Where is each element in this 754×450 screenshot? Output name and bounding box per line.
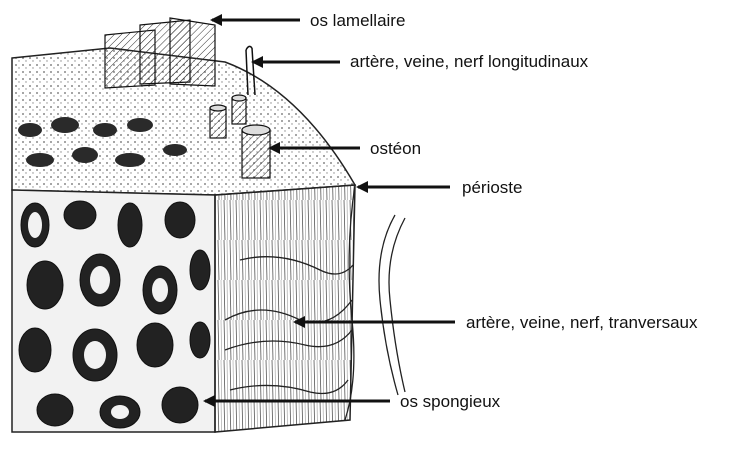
label-periosteum: périoste [462,178,522,197]
bone-illustration [12,18,405,432]
label-os-lamellaire: os lamellaire [310,11,405,30]
label-osteon: ostéon [370,139,421,158]
cortical-side-face [215,185,355,432]
labels: os lamellaire artère, veine, nerf longit… [310,11,698,411]
lamellar-plates [105,18,215,88]
label-longitudinal-vessels: artère, veine, nerf longitudinaux [350,52,589,71]
label-transverse-vessels: artère, veine, nerf, tranversaux [466,313,698,332]
label-os-spongieux: os spongieux [400,392,501,411]
